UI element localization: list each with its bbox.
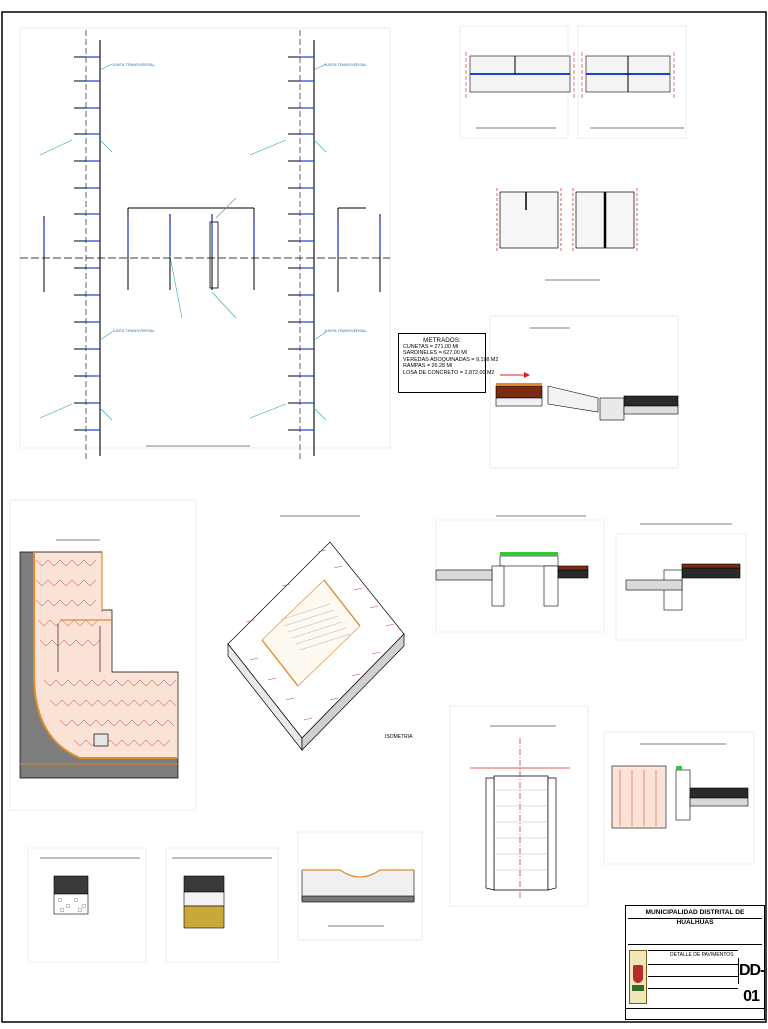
municipal-seal-icon <box>629 950 647 1004</box>
title-block: MUNICIPALIDAD DISTRITAL DE HUALHUAS DETA… <box>625 905 765 1020</box>
pavement-structure-flexible <box>27 847 147 963</box>
joint-label: JUNTA TRANSVERSAL <box>112 328 155 333</box>
quantity-item: SARDINELES = 627.00 Ml <box>403 350 467 357</box>
isometric-ramp <box>227 515 405 752</box>
joint-label: JUNTA TRANSVERSAL <box>324 328 367 333</box>
alero-sardinel-detail <box>603 731 755 865</box>
sheet-code: DD-01 <box>738 958 765 1005</box>
sheet-border <box>1 11 767 1023</box>
sardinel-vereda-detail <box>435 515 605 633</box>
joint-sections <box>459 25 687 139</box>
joint-label: JUNTA TRANSVERSAL <box>112 62 155 67</box>
isometric-label: ISOMETRIA <box>385 734 413 740</box>
quantities-title: METRADOS: <box>423 337 461 344</box>
quantity-item: VEREDAS ADOQUINADAS = 9,198 M2 <box>403 356 499 363</box>
quantity-item: RAMPAS = 26.28 Ml <box>403 363 453 370</box>
ramp-plan <box>449 705 589 907</box>
plan-joints-detail <box>19 27 391 460</box>
pavement-structure-concrete <box>165 847 279 963</box>
project-description <box>628 920 762 945</box>
quantities-box: METRADOS: CUNETAS = 271.00 Ml SARDINELES… <box>398 333 499 393</box>
cuneta-sardinel-vereda-detail <box>615 523 747 641</box>
expansion-joint-detail <box>496 188 638 281</box>
joint-label: JUNTA TRANSVERSAL <box>324 62 367 67</box>
organization-name: MUNICIPALIDAD DISTRITAL DE HUALHUAS <box>628 908 762 926</box>
section-a-a <box>489 315 679 469</box>
alero-detail <box>9 499 197 811</box>
quantity-item: CUNETAS = 271.00 Ml <box>403 344 459 350</box>
plan-name: DETALLE DE PAVIMENTOS <box>670 952 734 958</box>
title-block-footer <box>626 1008 764 1019</box>
quantity-item: LOSA DE CONCRETO = 2,872.00 M2 <box>403 369 495 376</box>
gutter-detail <box>297 831 423 941</box>
